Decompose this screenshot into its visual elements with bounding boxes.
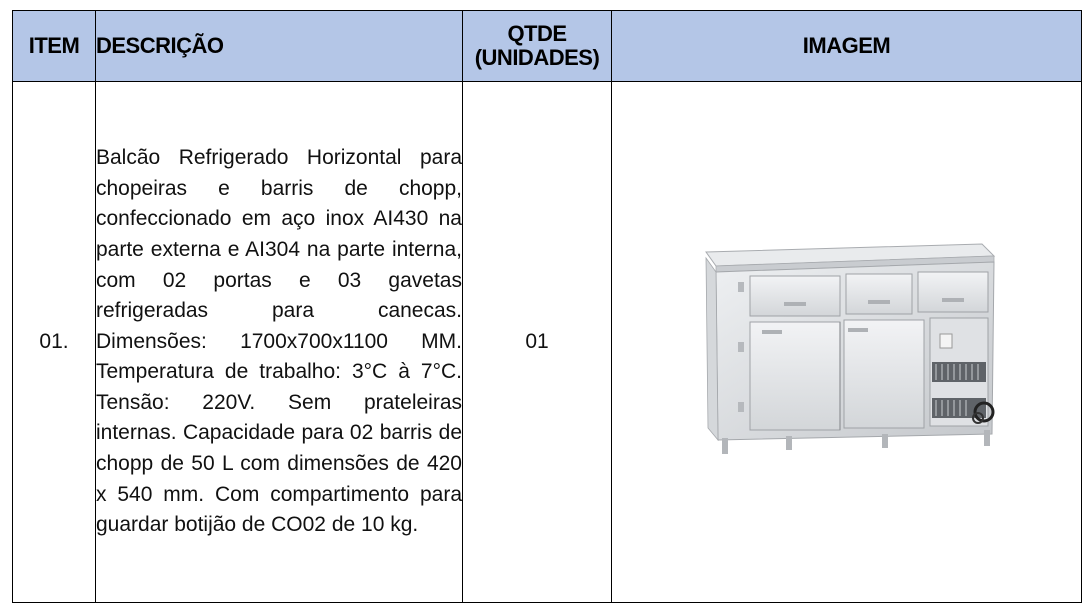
- cell-imagem: [611, 81, 1082, 603]
- header-row: ITEM DESCRIÇÃO QTDE (UNIDADES) IMAGEM: [12, 10, 1082, 82]
- header-descricao: DESCRIÇÃO: [95, 10, 463, 82]
- header-qtde-line2: (UNIDADES): [474, 45, 600, 70]
- header-imagem: IMAGEM: [611, 10, 1082, 82]
- header-qtde: QTDE (UNIDADES): [462, 10, 612, 82]
- spec-table: ITEM DESCRIÇÃO QTDE (UNIDADES) IMAGEM 01…: [12, 10, 1082, 603]
- header-item: ITEM: [12, 10, 96, 82]
- cell-descricao: Balcão Refrigerado Horizontal para chope…: [95, 81, 463, 603]
- table-body: 01. Balcão Refrigerado Horizontal para c…: [12, 81, 1082, 603]
- cell-qtde: 01: [462, 81, 612, 603]
- refrigerated-counter-image: [704, 243, 995, 454]
- table-header: ITEM DESCRIÇÃO QTDE (UNIDADES) IMAGEM: [12, 10, 1082, 82]
- table-row: 01. Balcão Refrigerado Horizontal para c…: [12, 81, 1082, 603]
- cell-item: 01.: [12, 81, 96, 603]
- header-qtde-line1: QTDE: [507, 21, 567, 46]
